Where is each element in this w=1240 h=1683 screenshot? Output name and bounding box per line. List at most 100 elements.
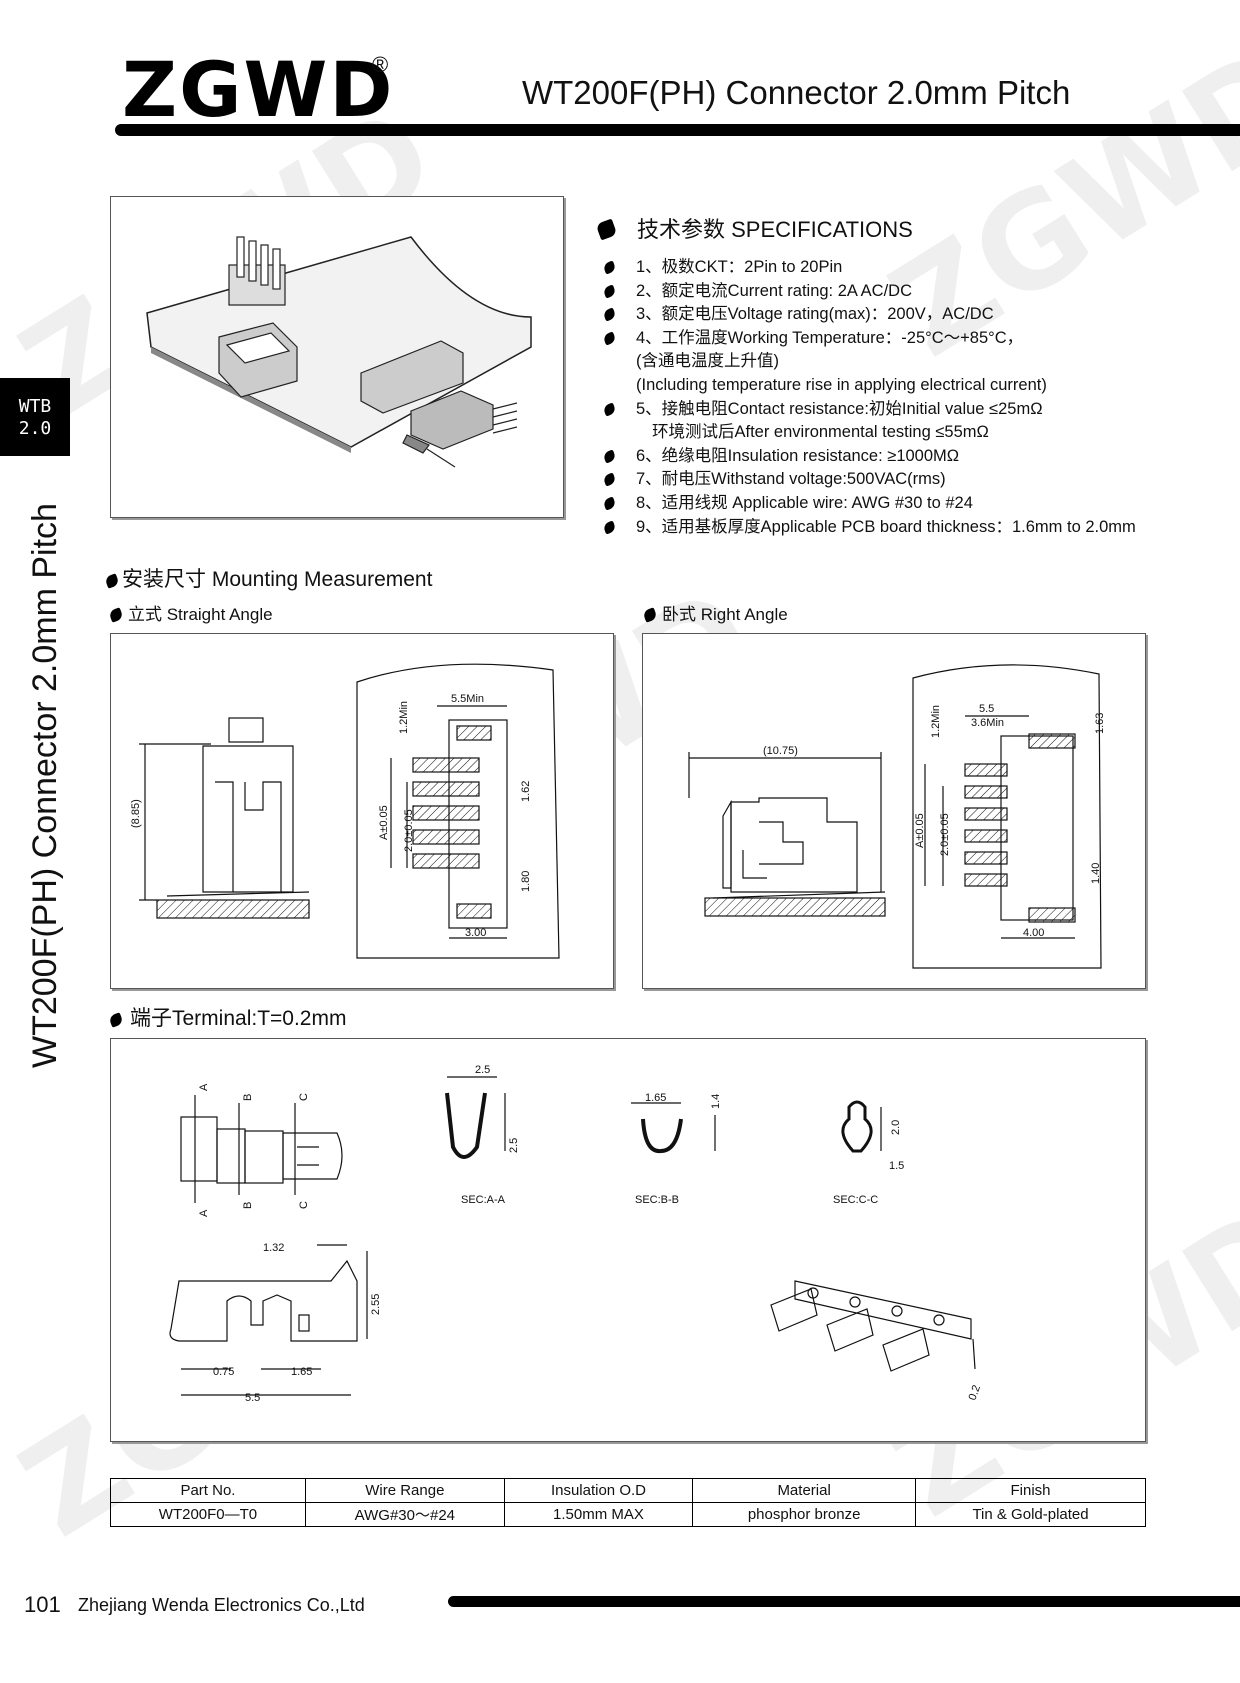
header-drawing	[218, 322, 298, 398]
sec-cc-label: SEC:C-C	[833, 1194, 878, 1206]
table-header: Wire Range	[304, 1478, 505, 1503]
right-angle-drawing: (10.75) 5.5 3.6Min 1.2Min A±0.05 2.0±0.0…	[688, 664, 1106, 969]
brand-logo: ZGWD	[122, 45, 395, 134]
section-mark-a: A	[198, 1083, 210, 1091]
side-dim-height: 2.55	[370, 1294, 382, 1315]
specifications-list: 1、极数CKT：2Pin to 20Pin 2、额定电流Current rati…	[604, 256, 1204, 539]
bullet-icon	[595, 218, 618, 241]
dim-d2: 1.40	[1090, 863, 1102, 884]
spec-item: 6、绝缘电阻Insulation resistance: ≥1000MΩ	[604, 445, 1204, 469]
right-angle-label: 卧式 Right Angle	[642, 600, 788, 625]
dim-d2: 1.80	[520, 871, 532, 892]
header-rule	[115, 124, 1240, 136]
side-dim-top: 1.32	[263, 1242, 284, 1254]
sec-bb-width: 1.65	[645, 1092, 666, 1104]
sec-aa-drawing	[445, 1076, 506, 1159]
dim-d3: 3.00	[465, 927, 486, 939]
terminal-side-view	[169, 1244, 368, 1396]
bullet-icon	[104, 573, 120, 589]
page-title: WT200F(PH) Connector 2.0mm Pitch	[522, 74, 1071, 111]
straight-angle-panel: (8.85) 5.5Min 1.2Min A±0.05 2.0±0.05 1.6…	[110, 633, 614, 989]
registered-mark: ®	[372, 52, 389, 77]
dim-width-min: 5.5Min	[451, 693, 484, 705]
dim-a: A±0.05	[914, 813, 926, 848]
side-title: WT200F(PH) Connector 2.0mm Pitch	[26, 503, 64, 1068]
spec-item: 9、适用基板厚度Applicable PCB board thickness：1…	[604, 516, 1204, 540]
terminal-carrier-strip	[770, 1280, 976, 1372]
table-cell: Tin & Gold-plated	[915, 1502, 1146, 1527]
thickness-label: 0.2	[967, 1384, 984, 1402]
terminal-panel: A A B B C C 2.5 2.5 SEC:A-A 1.65 1.4 SEC…	[110, 1038, 1146, 1442]
side-tab-line2: 2.0	[18, 418, 52, 439]
section-mark-c: C	[298, 1093, 310, 1101]
terminal-drawing: A A B B C C 2.5 2.5 SEC:A-A 1.65 1.4 SEC…	[169, 1064, 984, 1404]
side-dim-b: 1.65	[291, 1366, 312, 1378]
sec-aa-width: 2.5	[475, 1064, 490, 1076]
sec-bb-label: SEC:B-B	[635, 1194, 679, 1206]
dim-a: A±0.05	[378, 805, 390, 840]
side-tab: WTB 2.0	[0, 378, 70, 456]
section-mark-c: C	[298, 1201, 310, 1209]
section-mark-b: B	[242, 1202, 254, 1209]
spec-item: 3、额定电压Voltage rating(max)：200V，AC/DC	[604, 303, 1204, 327]
footprint-pads	[412, 719, 508, 929]
table-row: WT200F0—T0 AWG#30～#24 1.50mm MAX phospho…	[110, 1502, 1146, 1527]
dim-length: (10.75)	[763, 745, 798, 757]
sec-cc-height: 2.0	[890, 1120, 902, 1135]
spec-item: 5、接触电阻Contact resistance:初始Initial value…	[604, 398, 1204, 445]
table-header: Material	[692, 1478, 917, 1503]
sec-aa-label: SEC:A-A	[461, 1194, 506, 1206]
spec-item: 1、极数CKT：2Pin to 20Pin	[604, 256, 1204, 280]
parts-table: Part No. Wire Range Insulation O.D Mater…	[110, 1478, 1146, 1527]
sec-aa-height: 2.5	[508, 1138, 520, 1153]
side-tab-line1: WTB	[18, 396, 52, 417]
footprint-pads	[964, 733, 1076, 923]
terminal-drawing	[402, 434, 456, 468]
footer-rule	[448, 1596, 1240, 1607]
dim-pitch: 2.0±0.05	[939, 813, 951, 856]
table-cell: AWG#30～#24	[304, 1502, 505, 1527]
product-image-panel	[110, 196, 564, 518]
table-cell: 1.50mm MAX	[503, 1502, 694, 1527]
table-header: Finish	[915, 1478, 1146, 1503]
sec-bb-height: 1.4	[710, 1094, 722, 1109]
sec-cc-width: 1.5	[889, 1160, 904, 1172]
table-cell: WT200F0—T0	[110, 1502, 306, 1527]
right-angle-panel: (10.75) 5.5 3.6Min 1.2Min A±0.05 2.0±0.0…	[642, 633, 1146, 989]
right-angle-connector-drawing	[360, 340, 518, 450]
bullet-icon	[108, 607, 124, 623]
spec-item: 4、工作温度Working Temperature：-25°C～+85°C，(含…	[604, 327, 1204, 398]
straight-angle-label: 立式 Straight Angle	[108, 600, 273, 625]
specifications-heading: 技术参数 SPECIFICATIONS	[595, 212, 913, 244]
bullet-icon	[642, 607, 658, 623]
dim-min-top: 1.2Min	[930, 705, 942, 738]
dim-height: (8.85)	[130, 799, 142, 828]
dim-w2: 3.6Min	[971, 717, 1004, 729]
spec-item: 8、适用线规 Applicable wire: AWG #30 to #24	[604, 492, 1204, 516]
product-illustration	[146, 236, 532, 468]
side-dim-total: 5.5	[245, 1392, 260, 1404]
dim-d1: 1.62	[520, 781, 532, 802]
dim-w1: 5.5	[979, 703, 994, 715]
dim-d3: 4.00	[1023, 927, 1044, 939]
straight-connector-drawing	[228, 236, 286, 306]
sec-cc-drawing	[841, 1100, 882, 1153]
table-header: Part No.	[110, 1478, 306, 1503]
sec-bb-drawing	[631, 1102, 716, 1154]
terminal-heading: 端子Terminal:T=0.2mm	[108, 1002, 346, 1032]
table-header: Insulation O.D	[503, 1478, 694, 1503]
terminal-top-view	[180, 1095, 343, 1203]
bullet-icon	[108, 1012, 124, 1028]
company-name: Zhejiang Wenda Electronics Co.,Ltd	[78, 1595, 365, 1615]
dim-min-top: 1.2Min	[398, 701, 410, 734]
side-dim-a: 0.75	[213, 1366, 234, 1378]
table-cell: phosphor bronze	[692, 1502, 917, 1527]
mounting-heading: 安装尺寸 Mounting Measurement	[104, 563, 432, 593]
dim-pitch: 2.0±0.05	[403, 809, 415, 852]
page-number: 101	[24, 1592, 61, 1617]
section-mark-a: A	[198, 1209, 210, 1217]
dim-d1: 1.63	[1094, 713, 1106, 734]
straight-angle-drawing: (8.85) 5.5Min 1.2Min A±0.05 2.0±0.05 1.6…	[130, 663, 560, 959]
section-mark-b: B	[242, 1094, 254, 1101]
spec-item: 2、额定电流Current rating: 2A AC/DC	[604, 280, 1204, 304]
